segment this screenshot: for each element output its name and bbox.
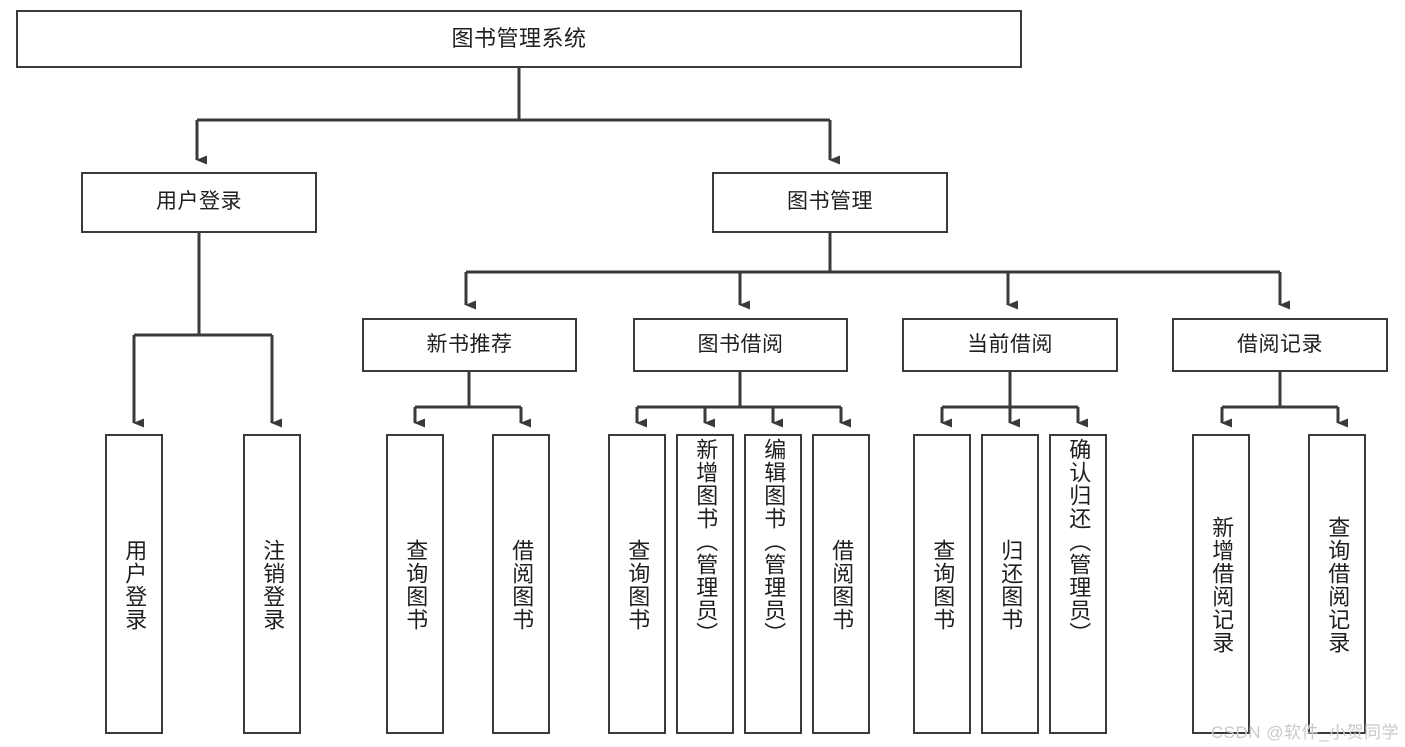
node-label: 归还图书 <box>998 539 1024 631</box>
leaf-user-login[interactable]: 用户登录 <box>105 434 163 734</box>
node-label: 查询图书 <box>403 539 429 631</box>
leaf-query-borrow-record[interactable]: 查询借阅记录 <box>1308 434 1366 734</box>
node-user-login[interactable]: 用户登录 <box>81 172 317 233</box>
node-label: 查询图书 <box>930 539 956 631</box>
node-label: 当前借阅 <box>967 332 1053 356</box>
node-label: 新书推荐 <box>426 332 513 356</box>
node-book-management[interactable]: 图书管理 <box>712 172 948 233</box>
node-label: 图书管理 <box>787 190 873 214</box>
node-label: 注销登录 <box>260 539 286 631</box>
leaf-return-book[interactable]: 归还图书 <box>981 434 1039 734</box>
node-label: 编辑图书（管理员） <box>761 438 787 645</box>
node-label: 用户登录 <box>122 539 148 631</box>
node-label: 确认归还（管理员） <box>1066 438 1092 645</box>
node-label: 查询图书 <box>625 539 651 631</box>
node-label: 新增借阅记录 <box>1209 516 1235 654</box>
node-label: 借阅图书 <box>509 539 535 631</box>
node-label: 借阅图书 <box>829 539 855 631</box>
node-label: 用户登录 <box>156 190 242 214</box>
leaf-query-book-current[interactable]: 查询图书 <box>913 434 971 734</box>
leaf-add-borrow-record[interactable]: 新增借阅记录 <box>1192 434 1250 734</box>
leaf-logout-login[interactable]: 注销登录 <box>243 434 301 734</box>
leaf-borrow-book-borrow[interactable]: 借阅图书 <box>812 434 870 734</box>
node-label: 借阅记录 <box>1237 332 1323 356</box>
node-borrow-record[interactable]: 借阅记录 <box>1172 318 1388 372</box>
leaf-query-book-recommend[interactable]: 查询图书 <box>386 434 444 734</box>
node-label: 查询借阅记录 <box>1325 516 1351 654</box>
leaf-edit-book-admin[interactable]: 编辑图书（管理员） <box>744 434 802 734</box>
leaf-borrow-book-recommend[interactable]: 借阅图书 <box>492 434 550 734</box>
node-new-book-recommend[interactable]: 新书推荐 <box>362 318 577 372</box>
leaf-add-book-admin[interactable]: 新增图书（管理员） <box>676 434 734 734</box>
node-current-borrow[interactable]: 当前借阅 <box>902 318 1118 372</box>
leaf-confirm-return-admin[interactable]: 确认归还（管理员） <box>1049 434 1107 734</box>
node-book-borrow[interactable]: 图书借阅 <box>633 318 848 372</box>
node-label: 图书借阅 <box>697 332 784 356</box>
leaf-query-book-borrow[interactable]: 查询图书 <box>608 434 666 734</box>
node-label: 新增图书（管理员） <box>693 438 719 645</box>
node-label: 图书管理系统 <box>451 26 587 52</box>
node-root-book-management-system[interactable]: 图书管理系统 <box>16 10 1022 68</box>
